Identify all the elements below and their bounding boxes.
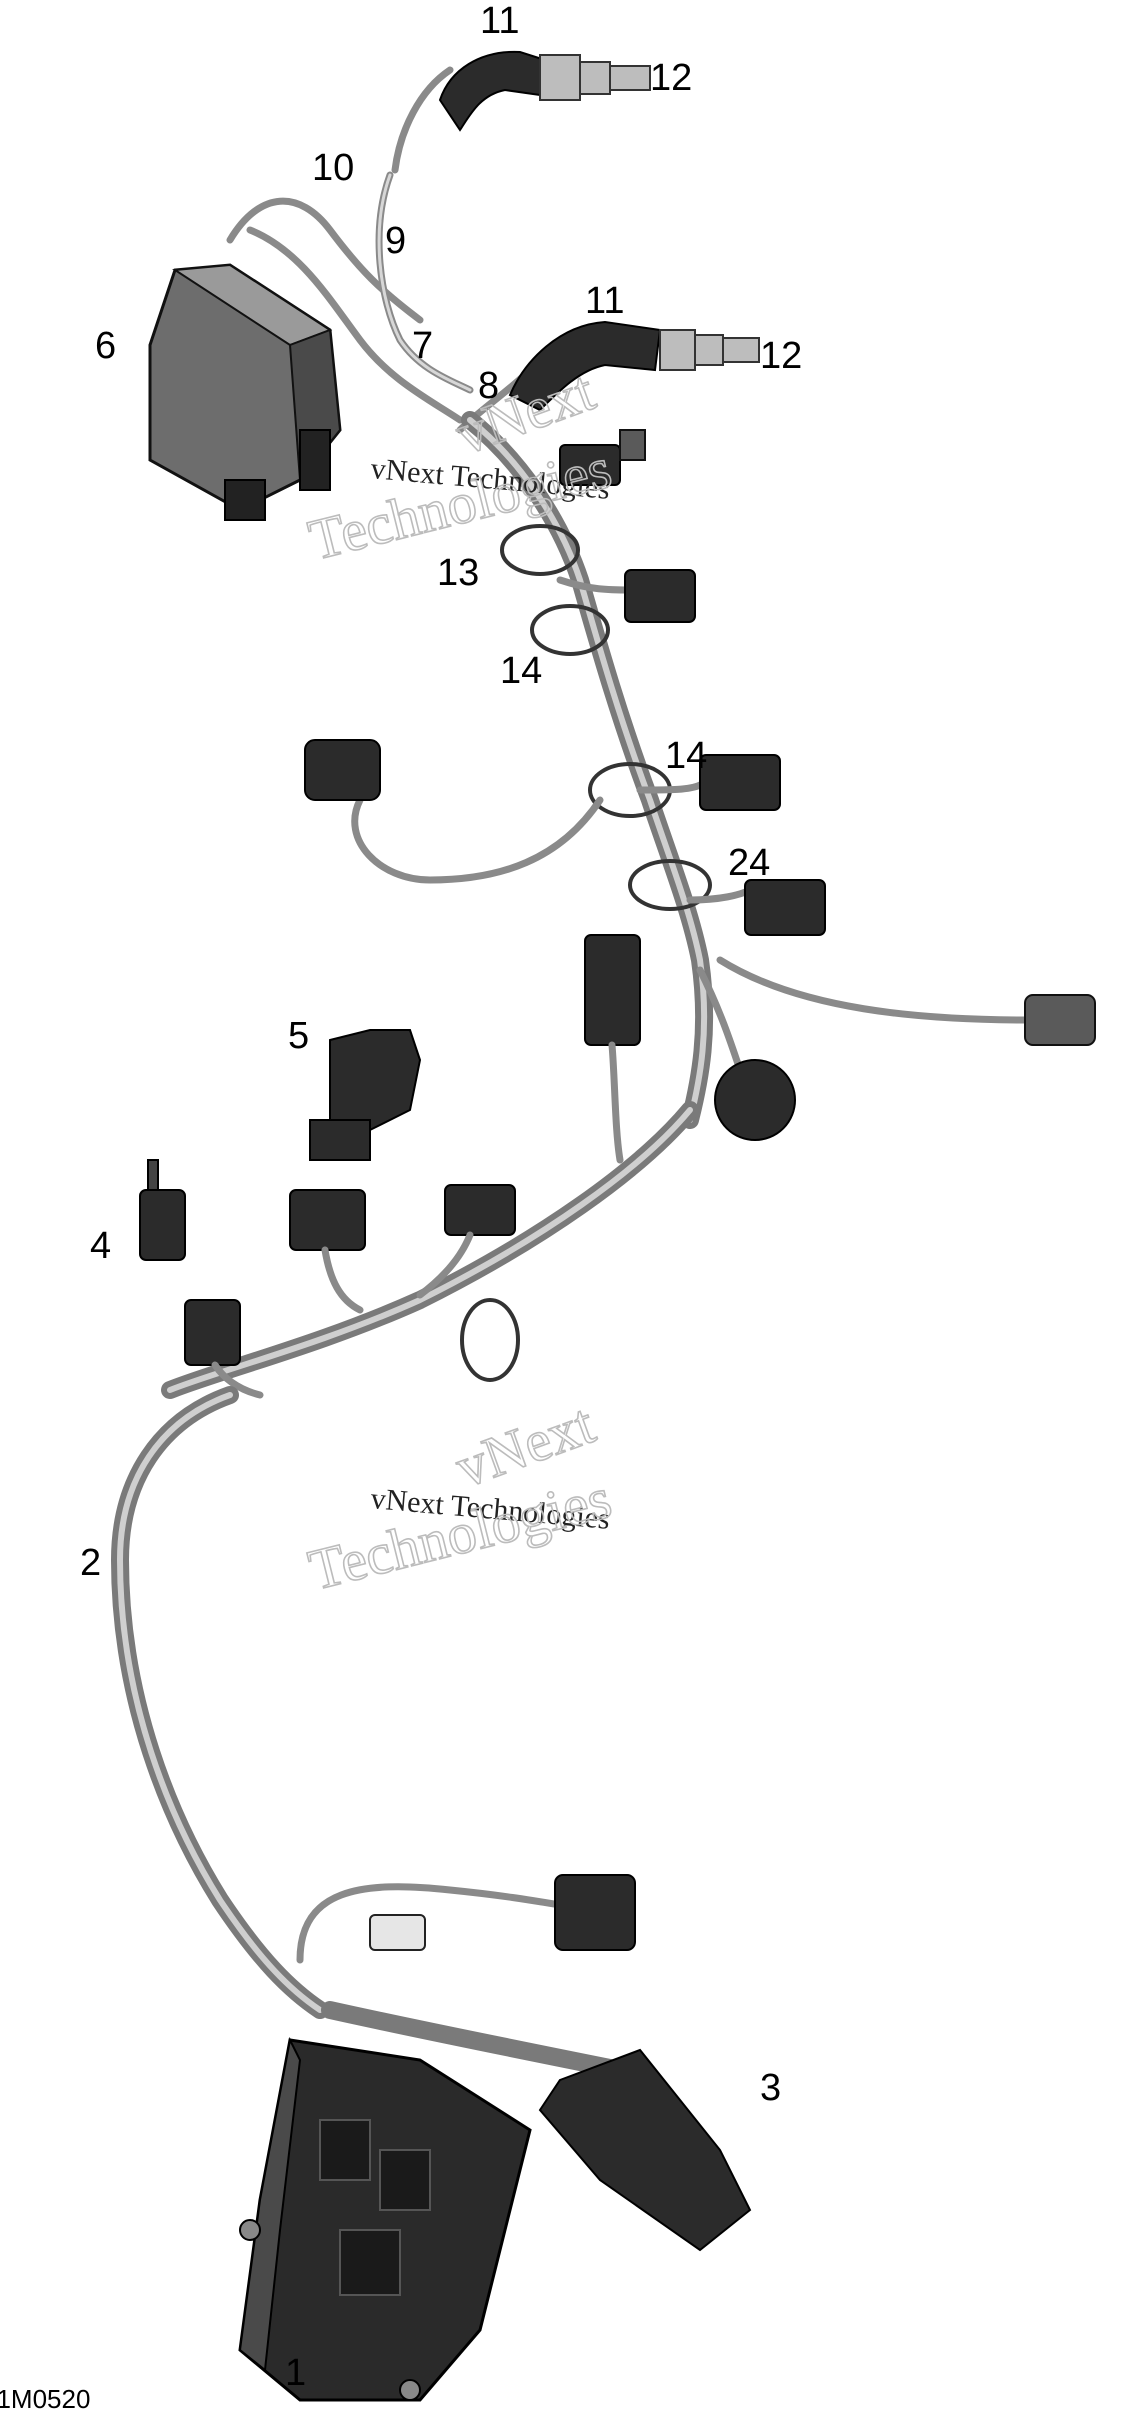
callout-4: 4 [90,1225,111,1267]
figure-reference: 51M0520 [0,2384,90,2414]
harness-trunk-upper [461,411,714,1129]
part-7-wire [246,226,464,424]
part-2-main-harness [111,1386,329,2019]
part-13-clamp-ring [500,524,580,576]
part-1-ecu [238,2036,532,2402]
part-11-boot-upper [438,50,547,132]
connector-right-lower [686,879,826,936]
part-3-connector [321,2001,752,2252]
part-6-module [148,263,342,521]
callout-8: 8 [478,365,499,407]
connector-middle-small [416,1184,516,1299]
callout-12-upper: 12 [650,57,692,99]
callout-13: 13 [437,552,479,594]
part-4-temperature-sensor [139,1159,186,1261]
callout-3: 3 [760,2067,781,2109]
connector-far-right [716,956,1096,1046]
connector-white-lower [369,1914,426,1951]
connector-round-right [696,966,796,1141]
callout-24: 24 [728,842,770,884]
callout-2: 2 [80,1542,101,1584]
callout-11-lower: 11 [585,280,624,322]
watermark-lower: vNext vNext Technologies Technologies [302,1390,619,1604]
callout-1: 1 [285,2352,306,2394]
part-14-clamp-ring-upper [530,604,610,656]
connector-right-mid [636,754,781,811]
callout-6: 6 [95,325,116,367]
part-10-wire-segment [391,66,454,174]
callout-14-lower: 14 [665,735,707,777]
connector-left-loop [304,739,604,884]
callout-14-upper: 14 [500,650,542,692]
callout-9: 9 [385,220,406,262]
callout-11-upper: 11 [480,0,519,42]
watermark-lower-line2: Technologies [302,1465,617,1603]
part-9-wire [226,171,474,394]
part-24-clamp-ring [628,859,712,911]
part-12-sensor-lower [659,329,760,371]
connector-top-right [559,429,646,486]
harness-trunk-middle [161,1101,699,1399]
callout-7: 7 [412,325,433,367]
wire-loop-small [460,1298,520,1382]
part-12-sensor-upper [539,54,651,101]
part-5-connector [289,1189,366,1314]
harness-branch-lower [296,1874,636,1964]
callout-5: 5 [288,1015,309,1057]
callout-10: 10 [312,147,354,189]
part-5-sensor [309,1029,422,1161]
connector-upper-mid [556,569,696,623]
part-4-connector [184,1299,264,1399]
callout-12-lower: 12 [760,335,802,377]
connector-center-vertical [584,934,641,1164]
